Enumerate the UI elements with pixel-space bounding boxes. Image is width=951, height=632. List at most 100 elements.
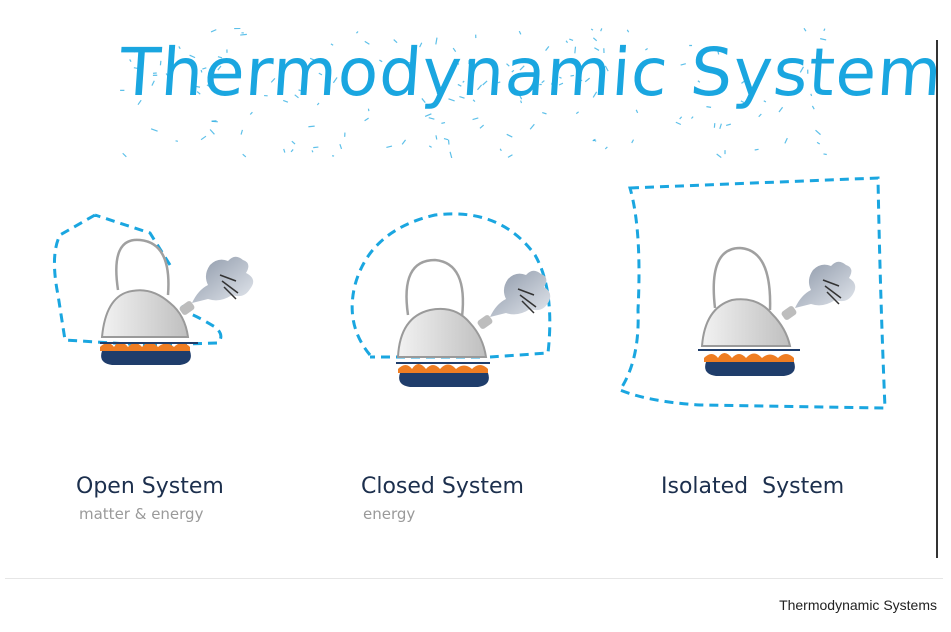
title-speckle	[454, 59, 460, 65]
title-speckle	[311, 150, 314, 153]
title-speckle	[499, 148, 502, 152]
stove	[399, 373, 489, 387]
title-speckle	[313, 146, 319, 149]
closed-system-illustration	[350, 212, 552, 387]
title-speckle	[202, 67, 207, 70]
kettle-body	[396, 307, 488, 358]
title-speckle	[249, 111, 253, 115]
title-speckle	[759, 71, 763, 75]
title-speckle	[196, 91, 201, 95]
title-speckle	[604, 65, 609, 72]
open-boundary	[53, 213, 223, 347]
title-speckle	[178, 46, 181, 50]
flame	[100, 342, 190, 351]
figure-caption: Thermodynamic Systems	[779, 597, 937, 613]
closed-system-label: Closed System	[361, 474, 524, 499]
title-speckle	[122, 152, 127, 158]
title-speckle	[550, 79, 555, 85]
title-speckle	[592, 37, 598, 42]
title-speckle	[558, 82, 564, 86]
title-speckle	[421, 98, 426, 103]
isolated-system-illustration	[617, 176, 887, 410]
title-speckle	[459, 95, 465, 99]
title-speckle	[574, 46, 577, 54]
title-speckle	[576, 78, 583, 82]
title-speckle	[600, 28, 603, 32]
title-speckle	[129, 59, 132, 62]
title-speckle	[393, 39, 398, 44]
title-speckle	[150, 128, 158, 132]
kettle-spout	[477, 315, 493, 329]
title-speckle	[626, 29, 630, 33]
title-speckle	[211, 120, 217, 122]
title-speckle	[165, 73, 169, 77]
title-speckle	[820, 38, 827, 41]
title-speckle	[635, 109, 639, 114]
open-system-label: Open System	[76, 474, 224, 499]
title-speckle	[240, 129, 244, 135]
title-speckle	[594, 47, 600, 51]
title-speckle	[803, 28, 807, 32]
title-speckle	[431, 75, 437, 79]
title-speckle	[151, 80, 155, 86]
title-speckle	[308, 125, 315, 128]
kettle-handle	[712, 246, 772, 311]
title-speckle	[679, 116, 683, 120]
title-speckle	[784, 137, 788, 144]
title-speckle	[270, 77, 276, 83]
title-speckle	[631, 139, 635, 144]
flame	[398, 364, 488, 373]
title-speckle	[706, 106, 712, 108]
title-speckle	[741, 80, 745, 84]
title-speckle	[590, 28, 594, 31]
title-speckle	[424, 113, 432, 118]
title-speckle	[448, 98, 455, 102]
title-speckle	[419, 42, 423, 48]
caption-divider	[5, 578, 943, 579]
title-speckle	[318, 72, 323, 76]
title-speckle	[175, 140, 179, 142]
title-speckle	[584, 77, 591, 83]
title-speckle	[354, 93, 357, 96]
steam-cloud	[490, 270, 551, 317]
kettle-handle	[405, 258, 465, 318]
title-speckle	[758, 113, 762, 118]
title-speckle	[332, 77, 338, 84]
title-speckle	[386, 145, 393, 149]
title-speckle	[437, 97, 440, 101]
title-speckle	[210, 29, 217, 33]
steam-cloud	[192, 256, 254, 303]
kettle-spout	[179, 301, 195, 315]
title-speckles	[120, 28, 827, 158]
title-speckle	[137, 71, 141, 77]
title-speckle	[370, 72, 374, 74]
title-speckle	[133, 67, 139, 70]
steam-cloud	[795, 261, 856, 308]
title-speckle	[545, 45, 550, 52]
title-speckle	[457, 83, 462, 87]
kettle-body	[700, 298, 792, 347]
title-speckle	[477, 84, 483, 91]
title-speckle	[339, 143, 343, 150]
title-speckle	[519, 65, 525, 71]
title-speckle	[592, 91, 598, 98]
title-speckle	[309, 57, 316, 62]
title-speckle	[511, 69, 515, 73]
title-speckle	[298, 89, 301, 92]
title-speckle	[497, 81, 501, 84]
title-speckle	[675, 121, 682, 126]
title-speckle	[364, 40, 370, 45]
title-speckle	[217, 65, 222, 71]
right-border-line	[936, 40, 938, 558]
title-speckle	[565, 40, 569, 44]
title-speckle	[763, 100, 767, 103]
title-speckle	[330, 43, 334, 46]
kettle-handle	[115, 238, 170, 296]
title-speckle	[428, 117, 435, 120]
title-speckle	[209, 129, 215, 135]
title-speckle	[294, 94, 299, 99]
title-speckle	[740, 100, 745, 104]
title-speckle	[778, 106, 784, 113]
title-speckle	[816, 141, 821, 145]
title-speckle	[200, 135, 207, 141]
